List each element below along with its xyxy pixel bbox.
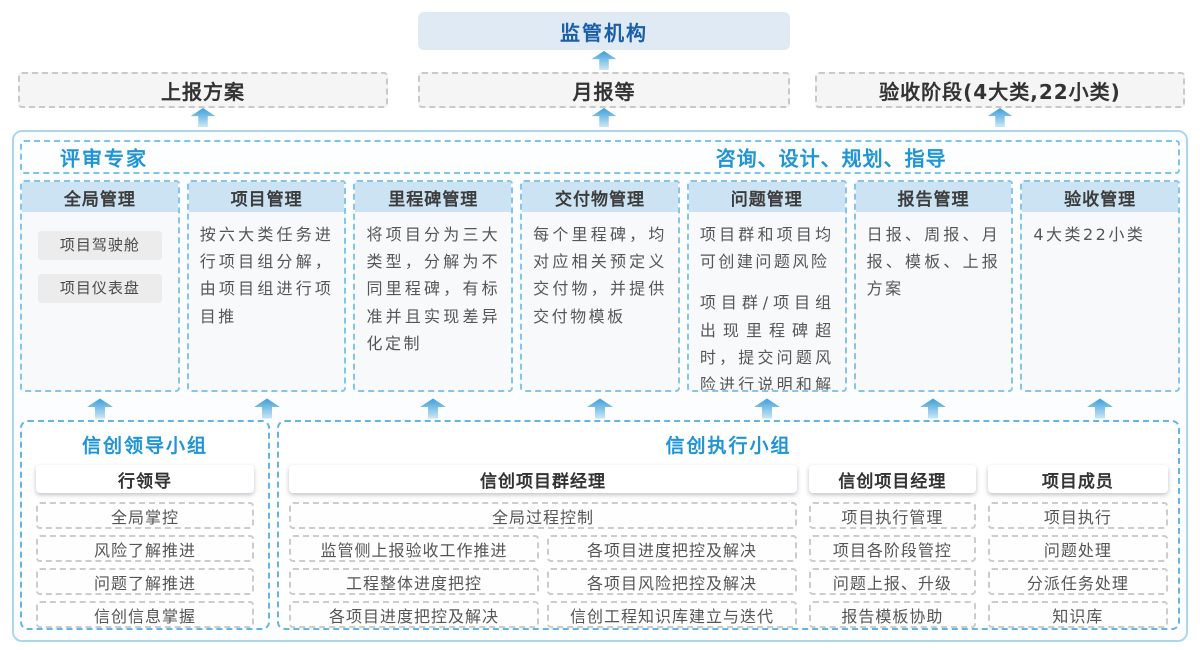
group-exec: 信创执行小组 信创项目群经理 全局过程控制 监管侧上报验收工作推进 各项目进度把… — [277, 420, 1180, 630]
role-header-bank-leader: 行领导 — [36, 465, 254, 493]
column-milestone-management: 里程碑管理 将项目分为三大类型，分解为不同里程碑，有标准并且实现差异化定制 — [353, 180, 514, 392]
up-arrow-icon — [353, 398, 513, 419]
report-box-monthly: 月报等 — [418, 72, 790, 108]
exec-body: 信创项目群经理 全局过程控制 监管侧上报验收工作推进 各项目进度把控及解决 工程… — [279, 465, 1178, 634]
module-columns: 全局管理 项目驾驶舱 项目仪表盘 项目管理 按六大类任务进行项目组分解，由项目组… — [20, 180, 1181, 392]
column-text: 4大类22小类 — [1033, 225, 1146, 244]
program-manager-section: 信创项目群经理 全局过程控制 监管侧上报验收工作推进 各项目进度把控及解决 工程… — [289, 465, 797, 634]
duty-item: 全局掌控 — [36, 502, 254, 529]
column-title: 全局管理 — [22, 182, 178, 212]
group-title: 信创领导小组 — [81, 435, 208, 457]
up-arrow-icon — [591, 108, 617, 127]
report-box-plan-label: 上报方案 — [161, 79, 245, 104]
column-text: 每个里程碑，均对应相关预定义交付物，并提供交付物模板 — [533, 225, 667, 326]
role-header-program-manager: 信创项目群经理 — [289, 465, 797, 493]
role-header-project-manager: 信创项目经理 — [809, 465, 976, 493]
column-body: 每个里程碑，均对应相关预定义交付物，并提供交付物模板 — [522, 212, 678, 353]
duty-item: 分派任务处理 — [987, 568, 1168, 595]
column-title: 验收管理 — [1022, 182, 1179, 212]
up-arrow-icon — [854, 398, 1014, 419]
up-arrow-icon — [20, 398, 180, 419]
column-text: 项目群和项目均可创建问题风险 — [699, 225, 834, 272]
duty-item: 监管侧上报验收工作推进 — [289, 535, 539, 562]
report-box-plan: 上报方案 — [18, 72, 388, 108]
duty-item: 工程整体进度把控 — [289, 568, 539, 595]
duty-item: 知识库 — [987, 601, 1168, 628]
report-box-monthly-label: 月报等 — [572, 79, 636, 104]
column-title: 问题管理 — [688, 182, 845, 212]
up-arrow-icon — [520, 398, 680, 419]
role-header-member: 项目成员 — [987, 465, 1168, 493]
column-body: 将项目分为三大类型，分解为不同里程碑，有标准并且实现差异化定制 — [355, 212, 511, 380]
up-arrow-icon — [187, 398, 347, 419]
duty-item: 风险了解推进 — [36, 535, 254, 562]
column-text: 日报、周报、月报、模板、上报方案 — [866, 225, 1001, 299]
report-box-acceptance-label: 验收阶段(4大类,22小类) — [879, 79, 1121, 104]
expert-label: 评审专家 — [60, 146, 148, 171]
group-leader: 信创领导小组 行领导 全局掌控 风险了解推进 问题了解推进 信创信息掌握 — [20, 420, 270, 630]
advisor-band: 评审专家 咨询、设计、规划、指导 — [20, 140, 1180, 174]
platform-panel: 评审专家 咨询、设计、规划、指导 全局管理 项目驾驶舱 项目仪表盘 项目管理 按… — [12, 130, 1188, 642]
column-title: 项目管理 — [188, 182, 345, 212]
column-acceptance-management: 验收管理 4大类22小类 — [1020, 180, 1181, 392]
group-title: 信创执行小组 — [665, 435, 792, 457]
column-deliverable-management: 交付物管理 每个里程碑，均对应相关预定义交付物，并提供交付物模板 — [520, 180, 680, 392]
pill-item: 项目驾驶舱 — [38, 231, 162, 260]
column-title: 报告管理 — [855, 182, 1012, 212]
up-arrow-icon — [591, 51, 617, 70]
project-manager-section: 信创项目经理 项目执行管理 项目各阶段管控 问题上报、升级 报告模板协助 — [809, 465, 976, 634]
duty-item: 各项目风险把控及解决 — [547, 568, 797, 595]
regulator-box: 监管机构 — [418, 12, 790, 50]
duty-item: 各项目进度把控及解决 — [547, 535, 797, 562]
report-box-acceptance: 验收阶段(4大类,22小类) — [815, 72, 1185, 108]
duty-item: 项目执行管理 — [809, 502, 976, 529]
up-arrow-icon — [1020, 398, 1180, 419]
column-body: 按六大类任务进行项目组分解，由项目组进行项目推 — [189, 212, 345, 353]
column-report-management: 报告管理 日报、周报、月报、模板、上报方案 — [853, 180, 1014, 392]
duty-item: 问题处理 — [987, 535, 1168, 562]
guidance-label: 咨询、设计、规划、指导 — [715, 146, 947, 171]
up-arrow-icon — [190, 108, 216, 127]
duty-item: 问题了解推进 — [36, 568, 254, 595]
up-arrow-icon — [687, 398, 847, 419]
column-body: 4大类22小类 — [1022, 212, 1178, 271]
duty-item: 全局过程控制 — [289, 502, 797, 529]
duty-item: 项目执行 — [987, 502, 1168, 529]
pill-item: 项目仪表盘 — [38, 274, 162, 303]
column-text: 项目群/项目组出现里程碑超时，提交问题风险进行说明和解决 — [699, 293, 834, 392]
duty-item: 信创信息掌握 — [36, 601, 254, 628]
program-manager-duty-grid: 监管侧上报验收工作推进 各项目进度把控及解决 工程整体进度把控 各项目风险把控及… — [289, 535, 797, 628]
column-title: 里程碑管理 — [355, 182, 512, 212]
column-global-management: 全局管理 项目驾驶舱 项目仪表盘 — [20, 180, 180, 392]
column-title: 交付物管理 — [522, 182, 678, 212]
column-body: 日报、周报、月报、模板、上报方案 — [856, 212, 1012, 326]
column-body: 项目群和项目均可创建问题风险 项目群/项目组出现里程碑超时，提交问题风险进行说明… — [689, 212, 845, 392]
duty-item: 信创工程知识库建立与迭代 — [547, 601, 797, 628]
regulator-label: 监管机构 — [560, 20, 648, 45]
column-arrows — [20, 398, 1180, 419]
column-text: 按六大类任务进行项目组分解，由项目组进行项目推 — [199, 225, 334, 326]
duty-item: 项目各阶段管控 — [809, 535, 976, 562]
column-issue-management: 问题管理 项目群和项目均可创建问题风险 项目群/项目组出现里程碑超时，提交问题风… — [686, 180, 847, 392]
duty-item: 报告模板协助 — [809, 601, 976, 628]
column-text: 将项目分为三大类型，分解为不同里程碑，有标准并且实现差异化定制 — [366, 225, 501, 353]
member-section: 项目成员 项目执行 问题处理 分派任务处理 知识库 — [987, 465, 1168, 634]
up-arrow-icon — [987, 108, 1013, 127]
duty-item: 各项目进度把控及解决 — [289, 601, 539, 628]
column-body: 项目驾驶舱 项目仪表盘 — [22, 212, 178, 318]
duty-item: 问题上报、升级 — [809, 568, 976, 595]
column-project-management: 项目管理 按六大类任务进行项目组分解，由项目组进行项目推 — [186, 180, 347, 392]
